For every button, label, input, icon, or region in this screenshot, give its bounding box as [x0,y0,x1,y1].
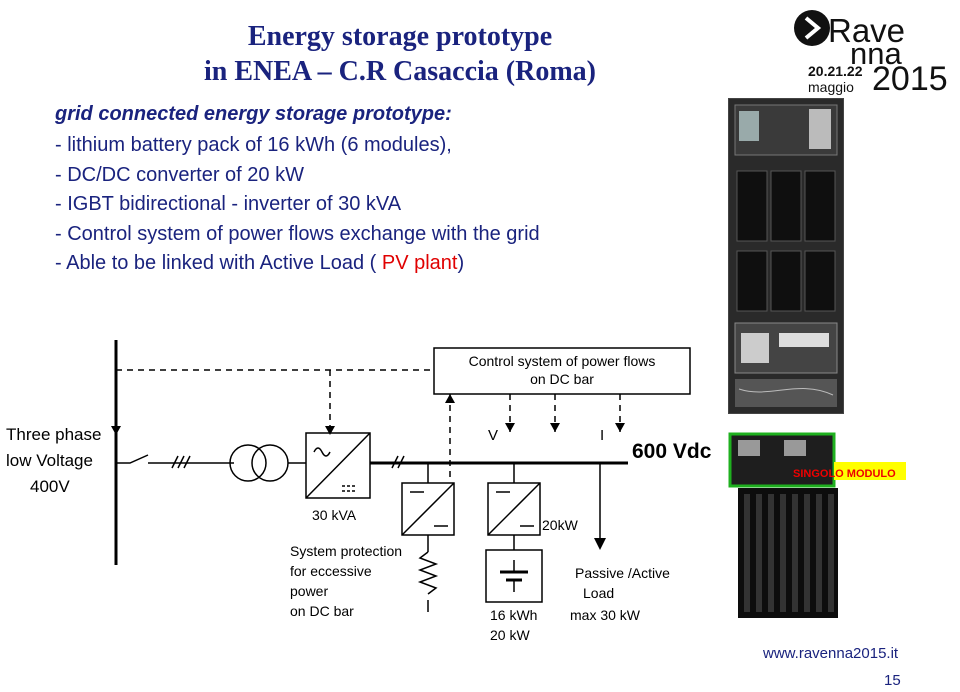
source-label-1: Three phase [6,425,101,444]
protection-label-3: power [290,583,328,599]
source-label-2: low Voltage [6,451,93,470]
protection-label-1: System protection [290,543,402,559]
slide-title-line1: Energy storage prototype [247,21,553,52]
load-label-1: Passive /Active [575,565,670,581]
battery-label-2: 20 kW [490,627,530,643]
feature-item: - DC/DC converter of 20 kW [55,163,304,186]
source-label-3: 400V [30,477,70,496]
voltage-measure-label: V [488,427,498,444]
feature-item: - IGBT bidirectional - inverter of 30 kV… [55,193,402,216]
converter-rating: 20kW [542,517,579,533]
inverter-rating: 30 kVA [312,507,357,523]
cabinet-battery-row-bottom [736,250,836,312]
pv-plant-highlight: PV plant [381,252,458,275]
battery-pack-block [485,549,543,603]
logo-year: 2015 [872,60,948,96]
footer-url: www.ravenna2015.it [763,645,899,662]
inverter-block [305,432,371,499]
logo-month: maggio [808,79,854,95]
ravenna-2015-logo: Rave nna 20.21.22 maggio 2015 [794,10,948,96]
control-box-label-1: Control system of power flows [469,353,656,369]
feature-item: - Control system of power flows exchange… [55,222,540,245]
transformer-coil-right [251,444,289,482]
intro-heading: grid connected energy storage prototype: [55,103,452,125]
cabinet-battery-row-top [736,170,836,242]
module-label: SINGOLO MODULO [793,468,896,480]
feature-item-prefix: - Able to be linked with Active Load ( [55,252,382,275]
logo-arrow-chevron [804,16,822,40]
load-arrow [594,538,606,550]
control-box-label-2: on DC bar [530,371,594,387]
logo-word-rave: Rave [828,12,905,49]
battery-label-1: 16 kWh [490,607,537,623]
protection-resistor [417,551,439,595]
control-system-box [433,347,691,395]
circuit-diagram: Control system of power flows on DC bar … [6,340,712,643]
module-label-box [834,462,906,480]
module-fins [738,488,838,618]
cabinet-photo [728,98,844,414]
feature-item: - lithium battery pack of 16 kWh (6 modu… [55,134,452,156]
slide-title-line2: in ENEA – C.R Casaccia (Roma) [204,56,596,87]
logo-dates: 20.21.22 [808,63,863,79]
logo-arrow-circle [794,10,830,46]
battery-module-photo: SINGOLO MODULO [724,430,934,630]
page-number: 15 [884,672,901,689]
feature-item: - Able to be linked with Active Load ( P… [55,249,540,279]
load-label-3: max 30 kW [570,607,641,623]
load-label-2: Load [583,585,614,601]
protection-label-2: for eccessive [290,563,372,579]
logo-word-nna: nna [850,36,902,71]
protection-label-4: on DC bar [290,603,354,619]
feature-item-suffix: ) [457,252,465,275]
current-measure-label: I [600,427,604,444]
dc-bus-voltage: 600 Vdc [632,440,712,463]
feature-list: - lithium battery pack of 16 kWh (6 modu… [55,131,540,279]
transformer-coil-left [229,444,267,482]
